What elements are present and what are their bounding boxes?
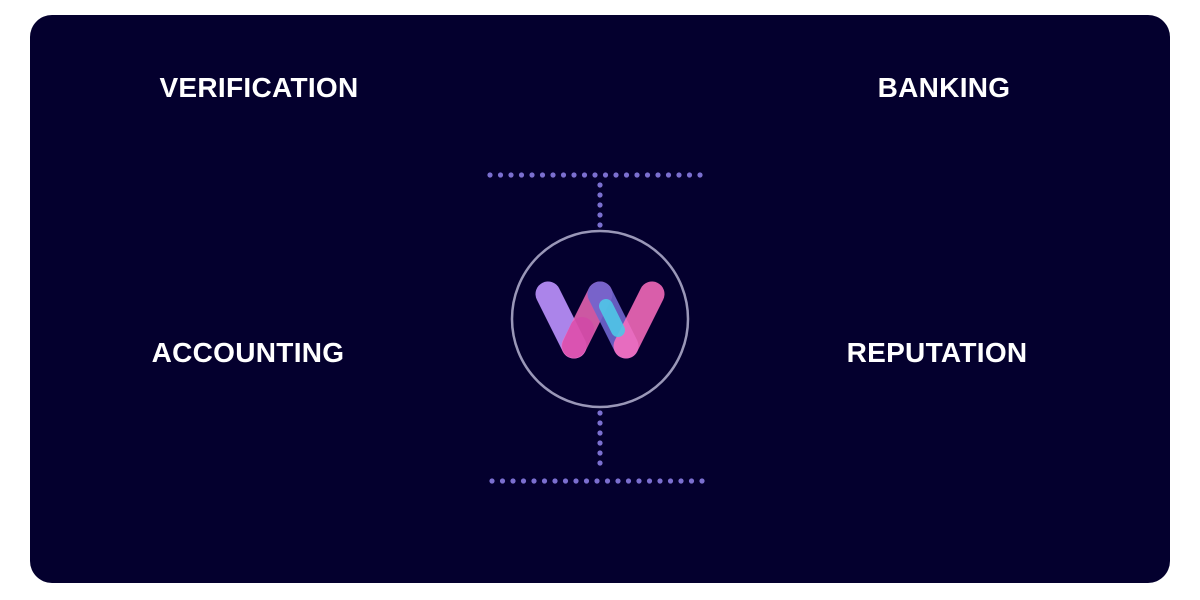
connector-dot-top [508,172,514,178]
connector-dot-top [613,172,619,178]
connector-dot-bottom [531,478,537,484]
connector-dot-bottom-stem [597,460,603,466]
connector-dot-top [592,172,598,178]
connector-dot-bottom [541,478,548,484]
connector-dot-bottom [573,478,579,484]
label-accounting: ACCOUNTING [151,337,345,368]
connector-dot-bottom [646,478,653,484]
connector-dot-bottom-stem [597,420,603,426]
connector-dot-bottom-stem [597,410,603,416]
connector-dot-top [539,172,546,178]
connector-dot-top [518,172,525,178]
connector-dot-bottom [594,478,600,484]
connector-dot-top-stem [597,222,603,228]
connector-dot-bottom [520,478,527,484]
connector-dot-bottom [667,478,674,484]
connector-dot-top-stem [597,212,603,218]
connector-dot-bottom [604,478,611,484]
connector-dot-bottom-stem [597,450,603,456]
connector-dot-top-stem [597,182,603,188]
connector-dot-top [529,172,535,178]
connector-dot-bottom [510,478,516,484]
diagram-panel: VERIFICATION BANKING ACCOUNTING REPUTATI… [30,15,1170,583]
connector-dot-top [497,172,504,178]
connector-dot-top [581,172,588,178]
connector-dot-bottom [552,478,558,484]
connector-dot-bottom [615,478,621,484]
connector-dot-top [634,172,640,178]
connector-dot-top [560,172,567,178]
connector-dot-bottom [699,478,705,484]
connector-dot-bottom [678,478,684,484]
connector-dot-top [655,172,661,178]
connector-dot-top [602,172,609,178]
connector-dot-bottom [657,478,663,484]
connector-dot-top-stem [597,202,603,208]
connector-dot-top [550,172,556,178]
connector-dot-top [697,172,703,178]
connector-dot-bottom [562,478,569,484]
dotted-connectors [487,172,705,484]
connector-dot-top [571,172,577,178]
connector-dot-top [623,172,630,178]
label-reputation: REPUTATION [846,337,1028,368]
connector-dot-bottom-stem [597,430,603,436]
connector-dot-top-stem [597,192,603,198]
connector-dot-top [676,172,682,178]
hub-ring [510,229,690,409]
connector-dot-bottom [499,478,506,484]
connector-dot-top [665,172,672,178]
connector-dot-bottom-stem [597,440,603,446]
connector-dot-bottom [489,478,495,484]
label-banking: BANKING [877,72,1011,103]
connector-dot-bottom [688,478,695,484]
hub-diagram [487,172,705,484]
connector-dot-bottom [636,478,642,484]
connector-dot-top [686,172,693,178]
label-verification: VERIFICATION [159,72,359,103]
connector-dot-top [644,172,651,178]
w-logo-icon [535,281,665,359]
connector-dot-bottom [583,478,590,484]
connector-dot-top [487,172,493,178]
connector-dot-bottom [625,478,632,484]
